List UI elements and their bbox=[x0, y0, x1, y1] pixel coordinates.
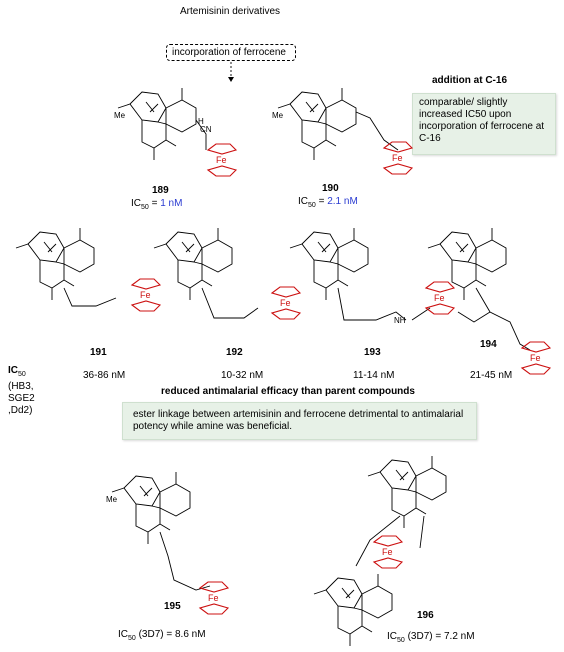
compound-195-ic50: IC50 (3D7) = 8.6 nM bbox=[118, 629, 206, 642]
top-panel-note-text: comparable/ slightly increased IC50 upon… bbox=[419, 97, 545, 144]
compound-189-ic50: IC50 = 1 nM bbox=[131, 198, 183, 211]
compound-191-range: 36-86 nM bbox=[83, 370, 126, 381]
svg-text:H: H bbox=[198, 117, 204, 126]
compound-190-ic50: IC50 = 2.1 nM bbox=[298, 196, 358, 209]
compound-192-range: 10-32 nM bbox=[221, 370, 264, 381]
compound-189-ic50-value: 1 nM bbox=[160, 198, 183, 209]
compound-192-id: 192 bbox=[226, 347, 243, 358]
c189-me: Me bbox=[114, 111, 126, 120]
top-panel-heading: addition at C-16 bbox=[432, 75, 508, 86]
svg-text:CN: CN bbox=[200, 125, 212, 134]
ic50-strain-label: IC50(HB3, SGE2 ,Dd2) bbox=[8, 365, 35, 416]
compound-193-id: 193 bbox=[364, 347, 381, 358]
middle-panel-note-text: ester linkage between artemisinin and fe… bbox=[133, 409, 464, 432]
middle-panel-note: ester linkage between artemisinin and fe… bbox=[122, 402, 477, 440]
compound-194-id: 194 bbox=[480, 339, 497, 350]
top-panel-note: comparable/ slightly increased IC50 upon… bbox=[412, 93, 556, 155]
middle-panel-heading: reduced antimalarial efficacy than paren… bbox=[161, 386, 415, 397]
svg-text:NH: NH bbox=[394, 316, 406, 325]
compound-196-id: 196 bbox=[417, 610, 434, 621]
compound-190-id: 190 bbox=[322, 183, 339, 194]
compound-189-id: 189 bbox=[152, 185, 169, 196]
compound-190-ic50-value: 2.1 nM bbox=[327, 196, 358, 207]
compound-196-ic50: IC50 (3D7) = 7.2 nM bbox=[387, 631, 475, 644]
compound-195-id: 195 bbox=[164, 601, 181, 612]
compound-193-range: 11-14 nM bbox=[353, 370, 395, 381]
svg-text:Me: Me bbox=[272, 111, 284, 120]
process-box: incorporation of ferrocene bbox=[166, 44, 296, 61]
svg-text:Me: Me bbox=[106, 495, 118, 504]
compound-194-range: 21-45 nM bbox=[470, 370, 513, 381]
compound-191-id: 191 bbox=[90, 347, 107, 358]
header-title: Artemisinin derivatives bbox=[180, 6, 281, 17]
